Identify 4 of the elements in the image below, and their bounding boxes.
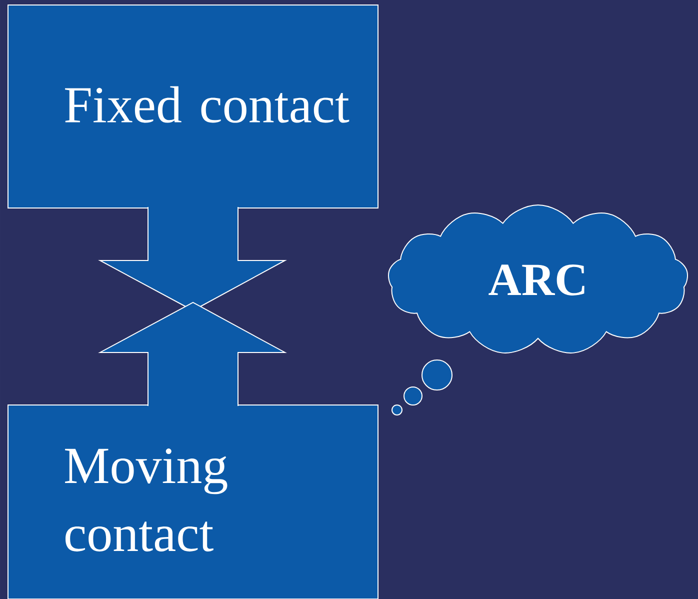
block-arrow [98,302,287,406]
contact-box: Fixed contact [8,4,378,208]
thought-cloud: ARC [388,204,688,416]
contact-box: Moving contact [8,404,378,599]
